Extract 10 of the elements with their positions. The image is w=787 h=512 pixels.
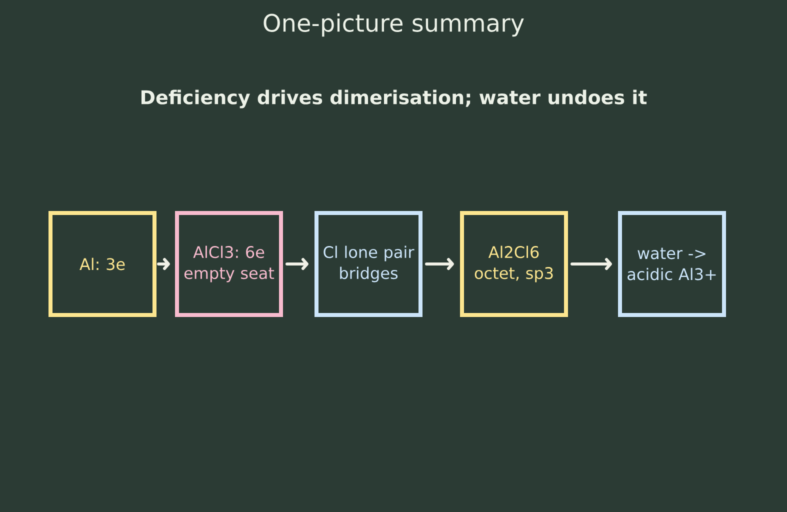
process-box: Al: 3e: [48, 211, 156, 317]
arrow: [425, 258, 454, 270]
process-box: Cl lone pair bridges: [314, 211, 422, 317]
process-box: Al2Cl6 octet, sp3: [460, 211, 568, 317]
title: One-picture summary: [264, 13, 524, 37]
arrow: [286, 258, 308, 270]
process-box: water -> acidic Al3+: [618, 211, 726, 317]
subtitle: Deficiency drives dimerisation; water undoes it: [142, 90, 647, 108]
process-box: AlCl3: 6e empty seat: [175, 211, 283, 317]
arrow: [570, 258, 612, 270]
